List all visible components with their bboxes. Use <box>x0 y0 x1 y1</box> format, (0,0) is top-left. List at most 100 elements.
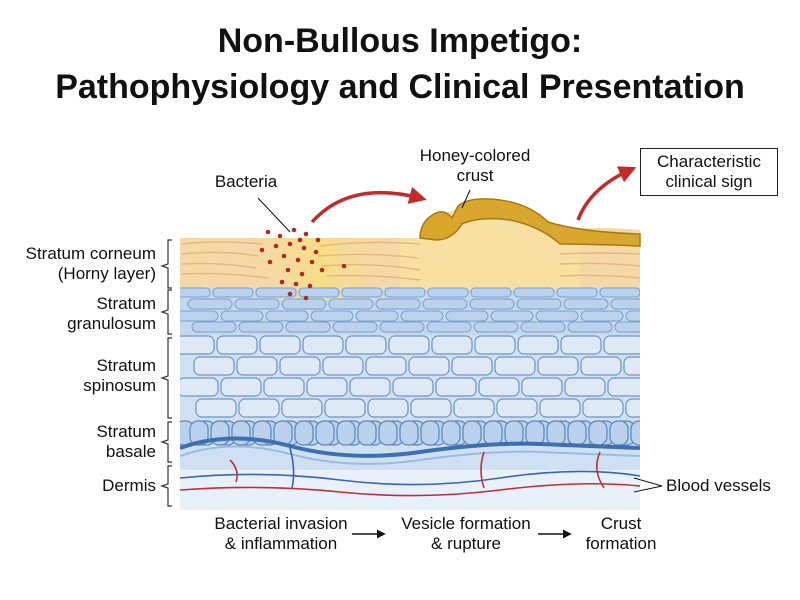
spinCells-cell <box>539 398 581 418</box>
granCells-cell <box>556 287 598 298</box>
granCells-cell <box>255 287 297 298</box>
spinCells-cell <box>349 377 391 397</box>
granCells-cell <box>599 287 640 298</box>
basalCells-cell <box>462 420 482 446</box>
basalCells-cell <box>504 420 524 446</box>
spinCells-cell <box>302 335 344 355</box>
spinCells-cell <box>603 335 640 355</box>
granCells-cell <box>379 321 425 333</box>
title-line-1: Non-Bullous Impetigo: <box>217 22 583 60</box>
bacterium <box>309 259 315 265</box>
basalCells-cell <box>399 420 419 446</box>
bacterium <box>301 245 307 251</box>
bacterium <box>273 243 279 249</box>
spinCells-cell <box>582 398 624 418</box>
granCells-cell <box>375 298 421 310</box>
bacterium <box>307 283 313 289</box>
layer-brackets <box>160 239 172 507</box>
bacterium <box>287 241 293 247</box>
basalCells-cell <box>483 420 503 446</box>
granCells-cell <box>238 321 284 333</box>
granCells-cell <box>426 321 472 333</box>
granCells-cell <box>281 298 327 310</box>
spinCells-cell <box>306 377 348 397</box>
bacterium <box>291 227 297 233</box>
spinCells-cell <box>279 356 321 376</box>
bacterium <box>319 267 325 273</box>
spinCells-cell <box>607 377 640 397</box>
bacterium <box>293 281 299 287</box>
blood-vessels-pointer <box>633 477 663 493</box>
spinCells-cell <box>367 398 409 418</box>
basement-membrane <box>180 436 640 458</box>
spinCells-cell <box>453 398 495 418</box>
granCells-cell <box>234 298 280 310</box>
granCells-cell <box>400 310 444 322</box>
spinCells-cell <box>517 335 559 355</box>
bacterium <box>285 267 291 273</box>
spinCells-cell <box>365 356 407 376</box>
spinCells-cell <box>195 398 237 418</box>
spinCells-cell <box>537 356 579 376</box>
bacterium <box>303 295 309 301</box>
bacterium <box>267 259 273 265</box>
bacterium <box>295 257 301 263</box>
granCells-cell <box>567 321 613 333</box>
granCells-cell <box>180 310 219 322</box>
granCells-cell <box>535 310 579 322</box>
spinCells-cell <box>408 356 450 376</box>
spinCells-cell <box>263 377 305 397</box>
basalCells-cell <box>315 420 335 446</box>
spinCells-cell <box>322 356 364 376</box>
spinosum-cells <box>180 335 640 418</box>
granCells-cell <box>516 298 562 310</box>
bacteria-label: Bacteria <box>214 172 278 191</box>
spinCells-cell <box>324 398 366 418</box>
honey-crust <box>419 198 641 247</box>
granCells-cell <box>332 321 378 333</box>
spinCells-cell <box>521 377 563 397</box>
granCells-cell <box>212 287 254 298</box>
basalCells-cell <box>546 420 566 446</box>
granCells-cell <box>298 287 340 298</box>
spinCells-cell <box>625 398 640 418</box>
process-step-vesicle: Vesicle formation& rupture <box>401 514 531 553</box>
granCells-cell <box>384 287 426 298</box>
layer-label-corneum: Stratum corneum(Horny layer) <box>25 244 156 283</box>
basalCells-cell <box>630 420 640 446</box>
spinCells-cell <box>494 356 536 376</box>
spinCells-cell <box>564 377 606 397</box>
granCells-cell <box>563 298 609 310</box>
spinCells-cell <box>474 335 516 355</box>
process-step-invasion: Bacterial invasion& inflammation <box>214 514 348 553</box>
bacteria-pointer <box>257 197 291 233</box>
granCells-cell <box>310 310 354 322</box>
granCells-cell <box>490 310 534 322</box>
granCells-cell <box>265 310 309 322</box>
granCells-cell <box>625 310 640 322</box>
basalCells-cell <box>567 420 587 446</box>
spinCells-cell <box>259 335 301 355</box>
blood-vessels <box>180 447 640 497</box>
granCells-cell <box>473 321 519 333</box>
granCells-cell <box>520 321 566 333</box>
granCells-cell <box>580 310 624 322</box>
spinCells-cell <box>180 335 215 355</box>
bacterium <box>315 237 321 243</box>
bacterium <box>313 249 319 255</box>
granCells-cell <box>445 310 489 322</box>
basalCells-cell <box>231 420 251 446</box>
bacteria-cluster <box>259 227 347 301</box>
bacterium <box>299 271 305 277</box>
bacterium <box>303 231 309 237</box>
spinCells-cell <box>410 398 452 418</box>
granCells-cell <box>469 298 515 310</box>
granCells-cell <box>180 287 211 298</box>
basalCells-cell <box>637 420 640 446</box>
basalCells-cell <box>294 420 314 446</box>
granCells-cell <box>328 298 374 310</box>
spinCells-cell <box>388 335 430 355</box>
